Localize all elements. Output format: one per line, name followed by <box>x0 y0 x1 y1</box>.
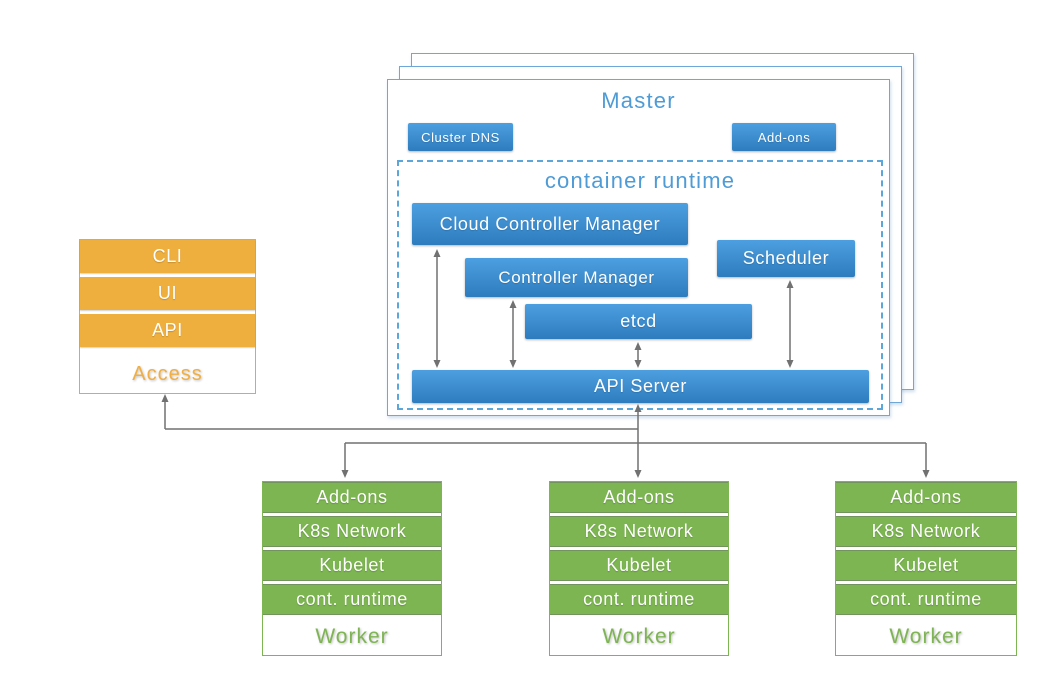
worker3-kubelet-box: Kubelet <box>836 550 1016 581</box>
master-addons-box: Add-ons <box>732 123 836 151</box>
access-stack: CLI UI API Access <box>79 239 256 394</box>
worker3-label: Worker <box>889 625 963 648</box>
worker-node-2: Add-ons K8s Network Kubelet cont. runtim… <box>549 481 729 656</box>
etcd-box: etcd <box>525 304 752 339</box>
worker1-label: Worker <box>315 625 389 648</box>
master-title: Master <box>601 88 676 113</box>
cluster-dns-box: Cluster DNS <box>408 123 513 151</box>
worker2-cont-runtime-box: cont. runtime <box>550 584 728 615</box>
container-runtime-title: container runtime <box>544 168 736 193</box>
controller-manager-box: Controller Manager <box>465 258 688 297</box>
worker2-label: Worker <box>602 625 676 648</box>
worker1-cont-runtime-box: cont. runtime <box>263 584 441 615</box>
worker-node-3: Add-ons K8s Network Kubelet cont. runtim… <box>835 481 1017 656</box>
worker2-addons-box: Add-ons <box>550 482 728 513</box>
api-server-box: API Server <box>412 370 869 403</box>
cli-box: CLI <box>80 240 255 273</box>
access-label: Access <box>132 362 203 385</box>
worker1-kubelet-box: Kubelet <box>263 550 441 581</box>
api-box: API <box>80 314 255 347</box>
worker-node-1: Add-ons K8s Network Kubelet cont. runtim… <box>262 481 442 656</box>
worker1-addons-box: Add-ons <box>263 482 441 513</box>
worker2-kubelet-box: Kubelet <box>550 550 728 581</box>
cloud-controller-manager-box: Cloud Controller Manager <box>412 203 688 245</box>
worker2-k8s-network-box: K8s Network <box>550 516 728 547</box>
worker3-cont-runtime-box: cont. runtime <box>836 584 1016 615</box>
worker3-addons-box: Add-ons <box>836 482 1016 513</box>
scheduler-box: Scheduler <box>717 240 855 277</box>
ui-box: UI <box>80 277 255 310</box>
worker1-k8s-network-box: K8s Network <box>263 516 441 547</box>
worker3-k8s-network-box: K8s Network <box>836 516 1016 547</box>
